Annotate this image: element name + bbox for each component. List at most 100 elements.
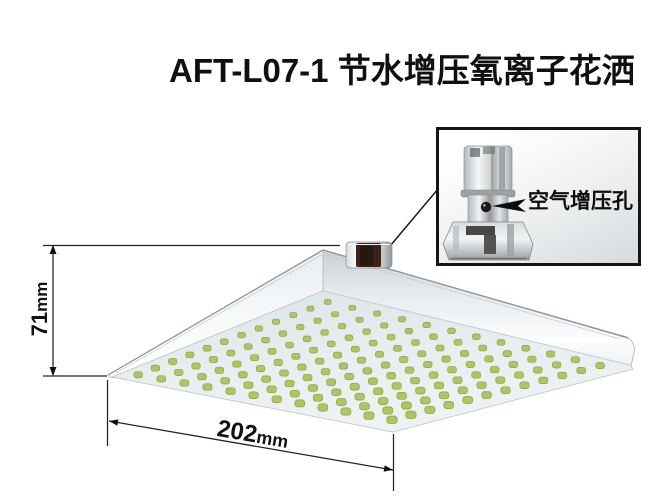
nozzle bbox=[273, 359, 283, 366]
nozzle bbox=[272, 318, 281, 325]
nozzle bbox=[519, 381, 530, 389]
nozzle bbox=[220, 338, 229, 345]
nozzle bbox=[285, 341, 294, 349]
arrowhead-down bbox=[49, 367, 57, 376]
nozzle bbox=[428, 371, 439, 379]
nozzle bbox=[261, 375, 271, 383]
nozzle bbox=[472, 333, 481, 340]
nozzle bbox=[185, 351, 195, 359]
nozzle bbox=[423, 361, 433, 369]
nozzle bbox=[250, 354, 260, 362]
nozzle bbox=[375, 350, 385, 358]
nozzle bbox=[202, 345, 212, 352]
nozzle bbox=[368, 339, 378, 347]
nozzle bbox=[373, 310, 382, 317]
connector-detail-photo: 空气增压孔 bbox=[442, 145, 633, 261]
nozzle bbox=[284, 379, 295, 388]
nozzle bbox=[350, 345, 360, 353]
nozzle bbox=[338, 362, 349, 370]
nozzle bbox=[396, 392, 407, 400]
dimension-height-label: 71mm bbox=[27, 282, 52, 337]
nozzle bbox=[296, 324, 305, 331]
nozzle bbox=[214, 366, 225, 374]
nozzle bbox=[238, 371, 248, 379]
nozzle bbox=[404, 366, 415, 374]
nozzle bbox=[237, 331, 246, 339]
nozzle bbox=[459, 350, 469, 357]
nozzle bbox=[397, 316, 406, 323]
nozzle bbox=[495, 376, 506, 384]
nozzle bbox=[438, 391, 450, 400]
nozzle bbox=[307, 384, 318, 392]
nozzle bbox=[289, 312, 298, 319]
nozzle bbox=[393, 345, 402, 352]
dimension-line-slanted bbox=[108, 420, 394, 471]
head-face bbox=[110, 290, 634, 433]
nozzle bbox=[306, 305, 315, 312]
nozzle bbox=[373, 387, 384, 396]
nozzle bbox=[514, 371, 524, 379]
dimension-height: 71mm bbox=[27, 244, 340, 377]
nozzle bbox=[309, 346, 318, 354]
nozzle bbox=[447, 366, 457, 374]
nozzle bbox=[476, 381, 487, 389]
nozzle bbox=[489, 366, 500, 374]
nozzle bbox=[447, 327, 456, 334]
nozzle bbox=[331, 311, 339, 318]
nozzle-grid bbox=[133, 299, 605, 424]
nozzle bbox=[338, 323, 347, 330]
nozzle bbox=[266, 385, 277, 394]
nozzle bbox=[502, 350, 512, 357]
nozzle bbox=[441, 355, 451, 363]
connector-bell bbox=[442, 221, 534, 261]
dimension-width: 202mm bbox=[106, 380, 395, 491]
nozzle bbox=[326, 340, 336, 348]
nozzle bbox=[255, 365, 266, 373]
nozzle bbox=[508, 361, 518, 368]
nozzle bbox=[261, 336, 270, 344]
nozzle bbox=[399, 356, 409, 363]
nozzle bbox=[386, 415, 398, 424]
nozzle bbox=[465, 360, 476, 368]
nozzle bbox=[168, 358, 178, 365]
nozzle bbox=[279, 369, 289, 377]
shower-head bbox=[107, 241, 635, 433]
nozzle bbox=[500, 386, 511, 394]
nozzle bbox=[368, 377, 378, 385]
nozzle bbox=[179, 379, 190, 387]
callout-label: 空气增压孔 bbox=[528, 189, 633, 213]
nozzle bbox=[197, 373, 207, 381]
nozzle bbox=[405, 410, 417, 419]
nozzle bbox=[595, 362, 605, 370]
nozzle bbox=[312, 394, 324, 402]
nozzle bbox=[382, 406, 394, 415]
nozzle bbox=[386, 333, 396, 341]
nozzle bbox=[174, 368, 184, 376]
air-hole-arrow bbox=[492, 199, 526, 212]
nozzle bbox=[267, 348, 277, 355]
nozzle bbox=[484, 355, 494, 363]
nozzle bbox=[362, 328, 371, 335]
product-title: AFT-L07-1 节水增压氧离子花洒 bbox=[169, 52, 635, 89]
nozzle bbox=[391, 382, 402, 390]
nozzle bbox=[557, 371, 568, 379]
callout-box: 空气增压孔 bbox=[436, 127, 641, 266]
nozzle bbox=[380, 361, 391, 369]
nozzle bbox=[404, 328, 414, 335]
nozzle bbox=[344, 334, 354, 341]
nozzle bbox=[243, 343, 253, 350]
head-rim-inner-line bbox=[115, 253, 621, 374]
nozzle bbox=[401, 401, 412, 410]
nozzle bbox=[359, 402, 370, 411]
arrowhead-left bbox=[109, 419, 119, 426]
water-inlet-connector bbox=[345, 241, 393, 269]
nozzle bbox=[320, 329, 329, 336]
nozzle bbox=[340, 407, 352, 416]
nozzle bbox=[429, 333, 438, 340]
callout-leader-line bbox=[384, 188, 439, 253]
nozzle bbox=[424, 405, 436, 414]
nozzle bbox=[232, 360, 242, 368]
nozzle bbox=[326, 378, 337, 386]
nozzle bbox=[411, 339, 420, 346]
